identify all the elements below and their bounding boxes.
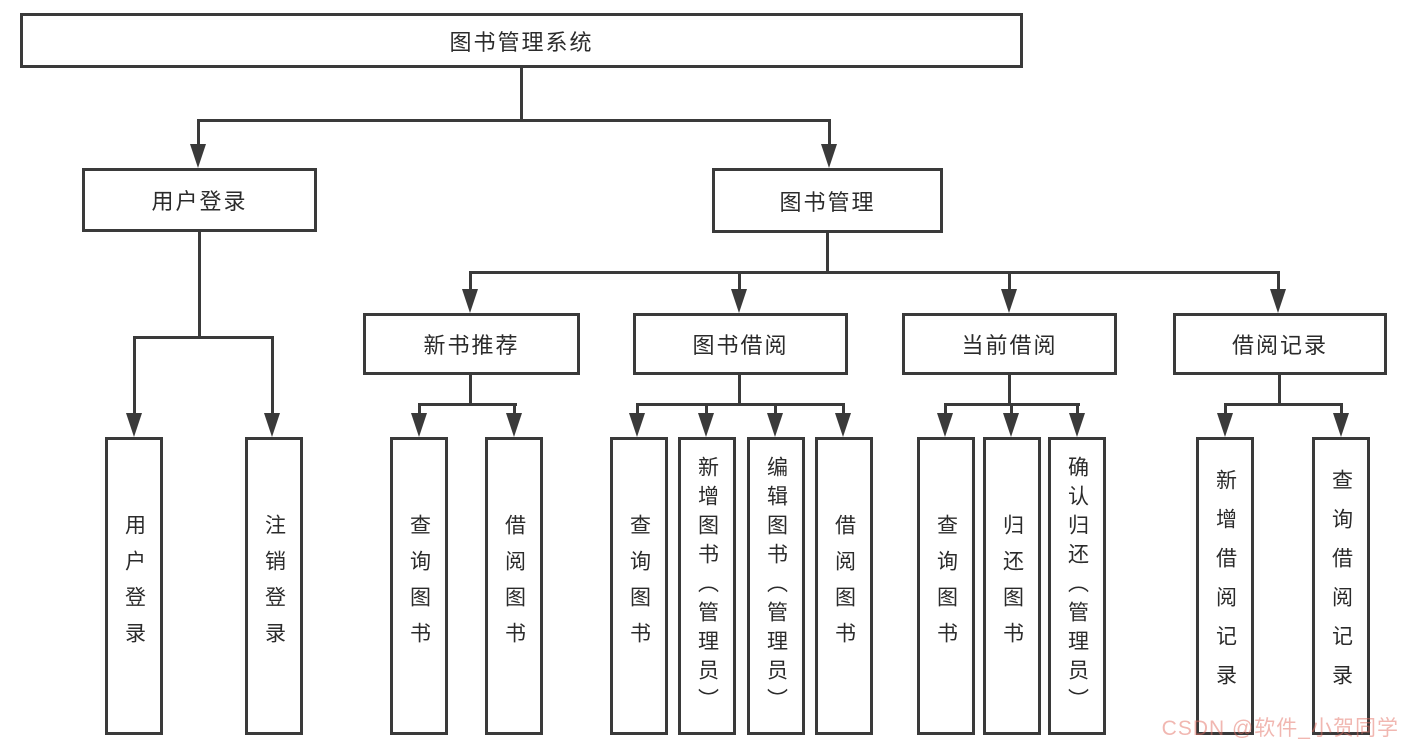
connector-line xyxy=(1076,403,1079,417)
connector-line xyxy=(636,403,845,406)
arrow-down-icon xyxy=(411,413,427,437)
node-borrow-records: 借阅记录 xyxy=(1173,313,1387,375)
connector-line xyxy=(1008,271,1011,293)
node-current-borrow-label: 当前借阅 xyxy=(961,333,1058,358)
connector-line xyxy=(738,271,741,293)
connector-line xyxy=(198,232,201,338)
node-book-borrow: 图书借阅 xyxy=(633,313,848,375)
node-leaf-borrow-add-label: 新增图书（管理员） xyxy=(695,455,719,717)
node-leaf-borrow-query-label: 查询图书 xyxy=(627,514,651,658)
connector-line xyxy=(944,403,947,417)
arrow-down-icon xyxy=(126,413,142,437)
connector-line xyxy=(828,119,831,148)
node-leaf-newbooks-query-label: 查询图书 xyxy=(407,514,431,658)
connector-line xyxy=(469,271,472,293)
connector-line xyxy=(1010,403,1013,417)
node-book-management-label: 图书管理 xyxy=(779,189,876,215)
node-new-book-recommend-label: 新书推荐 xyxy=(423,333,520,358)
arrow-down-icon xyxy=(629,413,645,437)
node-new-book-recommend: 新书推荐 xyxy=(363,313,580,375)
connector-line xyxy=(826,233,829,273)
connector-line xyxy=(418,403,517,406)
node-user-login-label: 用户登录 xyxy=(151,189,248,214)
node-leaf-records-query-label: 查询借阅记录 xyxy=(1329,469,1353,703)
node-leaf-current-query: 查询图书 xyxy=(917,437,975,735)
node-leaf-borrow-query: 查询图书 xyxy=(610,437,668,735)
node-leaf-user-login-label: 用户登录 xyxy=(122,514,146,658)
connector-line xyxy=(636,403,639,417)
node-book-management: 图书管理 xyxy=(712,168,943,233)
connector-line xyxy=(469,271,1280,274)
node-root: 图书管理系统 xyxy=(20,13,1023,68)
arrow-down-icon xyxy=(190,144,206,168)
node-leaf-records-add: 新增借阅记录 xyxy=(1196,437,1254,735)
connector-line xyxy=(520,66,523,121)
connector-line xyxy=(197,119,200,148)
node-leaf-borrow-edit: 编辑图书（管理员） xyxy=(747,437,805,735)
arrow-down-icon xyxy=(506,413,522,437)
node-leaf-newbooks-borrow-label: 借阅图书 xyxy=(502,514,526,658)
connector-line xyxy=(1008,375,1011,406)
node-leaf-borrow-borrow: 借阅图书 xyxy=(815,437,873,735)
arrow-down-icon xyxy=(1217,413,1233,437)
arrow-down-icon xyxy=(1270,289,1286,313)
node-borrow-records-label: 借阅记录 xyxy=(1231,333,1328,358)
node-book-borrow-label: 图书借阅 xyxy=(692,333,789,358)
arrow-down-icon xyxy=(1333,413,1349,437)
arrow-down-icon xyxy=(1069,413,1085,437)
connector-line xyxy=(738,375,741,406)
connector-line xyxy=(271,336,274,415)
connector-line xyxy=(469,375,472,406)
arrow-down-icon xyxy=(1003,413,1019,437)
node-leaf-logout: 注销登录 xyxy=(245,437,303,735)
node-root-label: 图书管理系统 xyxy=(449,29,594,55)
node-current-borrow: 当前借阅 xyxy=(902,313,1117,375)
arrow-down-icon xyxy=(1001,289,1017,313)
arrow-down-icon xyxy=(698,413,714,437)
node-user-login: 用户登录 xyxy=(82,168,317,232)
connector-line xyxy=(705,403,708,417)
connector-line xyxy=(1277,271,1280,293)
node-leaf-current-return-label: 归还图书 xyxy=(1000,514,1024,658)
node-leaf-newbooks-query: 查询图书 xyxy=(390,437,448,735)
connector-line xyxy=(1340,403,1343,417)
arrow-down-icon xyxy=(767,413,783,437)
connector-line xyxy=(513,403,516,417)
watermark: CSDN @软件_小贺同学 xyxy=(1161,717,1399,740)
node-leaf-borrow-add: 新增图书（管理员） xyxy=(678,437,736,735)
node-leaf-records-query: 查询借阅记录 xyxy=(1312,437,1370,735)
connector-line xyxy=(197,119,831,122)
connector-line xyxy=(1278,375,1281,406)
node-leaf-current-confirm: 确认归还（管理员） xyxy=(1048,437,1106,735)
arrow-down-icon xyxy=(821,144,837,168)
node-leaf-records-add-label: 新增借阅记录 xyxy=(1213,469,1237,703)
connector-line xyxy=(418,403,421,417)
arrow-down-icon xyxy=(264,413,280,437)
node-leaf-borrow-borrow-label: 借阅图书 xyxy=(832,514,856,658)
node-leaf-user-login: 用户登录 xyxy=(105,437,163,735)
node-leaf-current-confirm-label: 确认归还（管理员） xyxy=(1065,455,1089,717)
node-leaf-current-query-label: 查询图书 xyxy=(934,514,958,658)
connector-line xyxy=(842,403,845,417)
arrow-down-icon xyxy=(462,289,478,313)
node-leaf-newbooks-borrow: 借阅图书 xyxy=(485,437,543,735)
node-leaf-current-return: 归还图书 xyxy=(983,437,1041,735)
connector-line xyxy=(774,403,777,417)
node-leaf-borrow-edit-label: 编辑图书（管理员） xyxy=(764,455,788,717)
arrow-down-icon xyxy=(937,413,953,437)
node-leaf-logout-label: 注销登录 xyxy=(262,514,286,658)
connector-line xyxy=(1224,403,1227,417)
arrow-down-icon xyxy=(731,289,747,313)
arrow-down-icon xyxy=(835,413,851,437)
connector-line xyxy=(133,336,136,415)
connector-line xyxy=(133,336,274,339)
connector-line xyxy=(1224,403,1343,406)
